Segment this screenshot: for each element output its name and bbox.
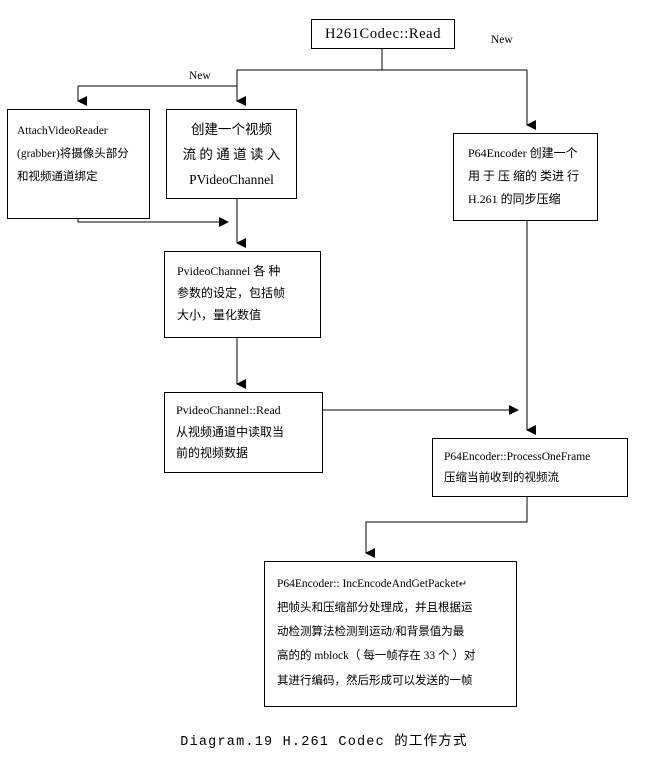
node-pvideochannel-params-line-1: PvideoChannel 各 种 (177, 264, 281, 278)
node-inc-encode-line-2: 把帧头和压缩部分处理成，并且根据运 (277, 602, 473, 615)
node-p64encoder-process-one-frame-line-1: P64Encoder::ProcessOneFrame (444, 451, 591, 463)
node-p64encoder-process-one-frame-line-2: 压缩当前收到的视频流 (444, 472, 559, 485)
pilcrow-return-icon: ↵ (458, 579, 468, 590)
node-pvideochannel-params-line-2: 参数的设定，包括帧 (177, 286, 286, 301)
node-create-video-channel[interactable]: 创建一个视频 流 的 通 道 读 入 PVideoChannel (166, 109, 297, 199)
node-inc-encode-line-1: P64Encoder:: IncEncodeAndGetPacket↵ (277, 572, 516, 596)
node-attach-video-reader-line-2: (grabber)将摄像头部分 (17, 148, 129, 160)
node-inc-encode-line-4: 高的的 mblock（ 每一帧存在 33 个 ）对 (277, 650, 476, 663)
node-attach-video-reader-line-1: AttachVideoReader (17, 125, 108, 137)
diagram-caption: Diagram.19 H.261 Codec 的工作方式 (180, 735, 468, 750)
node-p64encoder-new-line-3: H.261 的同步压缩 (468, 191, 561, 206)
node-inc-encode-line-3: 动检测算法检测到运动/和背景值为最 (277, 626, 465, 639)
node-pvideochannel-read-line-3: 前的视频数据 (176, 446, 249, 461)
node-p64encoder-new-line-2: 用 于 压 缩的 类进 行 (468, 168, 580, 183)
node-pvideochannel-params-line-3: 大小，量化数值 (177, 308, 262, 323)
edge-label-new-left: New (189, 70, 211, 82)
node-p64encoder-new[interactable]: P64Encoder 创建一个 用 于 压 缩的 类进 行 H.261 的同步压… (453, 133, 598, 221)
node-h261-codec-read-line-1: H261Codec::Read (324, 25, 442, 42)
node-create-video-channel-line-3: PVideoChannel (189, 171, 274, 187)
node-h261-codec-read[interactable]: H261Codec::Read (311, 19, 455, 49)
node-attach-video-reader-line-3: 和视频通道绑定 (17, 171, 98, 183)
node-pvideochannel-params[interactable]: PvideoChannel 各 种 参数的设定，包括帧 大小，量化数值 (164, 251, 321, 338)
edge-attach-to-spine (77, 217, 229, 227)
node-create-video-channel-line-1: 创建一个视频 (191, 122, 272, 137)
node-p64encoder-process-one-frame[interactable]: P64Encoder::ProcessOneFrame 压缩当前收到的视频流 (432, 438, 628, 497)
edge-label-new-right: New (491, 34, 513, 46)
node-pvideochannel-read-line-1: PvideoChannel::Read (176, 403, 281, 417)
node-attach-video-reader[interactable]: AttachVideoReader (grabber)将摄像头部分 和视频通道绑… (7, 109, 150, 219)
node-pvideochannel-read-line-2: 从视频通道中读取当 (176, 424, 285, 439)
node-inc-encode-line-5: 其进行编码，然后形成可以发送的一帧 (277, 674, 473, 687)
node-p64encoder-inc-encode-and-get-packet[interactable]: P64Encoder:: IncEncodeAndGetPacket↵ 把帧头和… (264, 561, 517, 707)
edge-process-to-inc-encode (365, 497, 528, 558)
node-create-video-channel-line-2: 流 的 通 道 读 入 (182, 146, 281, 162)
node-inc-encode-line-1-text: P64Encoder:: IncEncodeAndGetPacket (277, 578, 459, 590)
node-pvideochannel-read[interactable]: PvideoChannel::Read 从视频通道中读取当 前的视频数据 (164, 392, 323, 473)
node-p64encoder-new-line-1: P64Encoder 创建一个 (468, 146, 578, 160)
